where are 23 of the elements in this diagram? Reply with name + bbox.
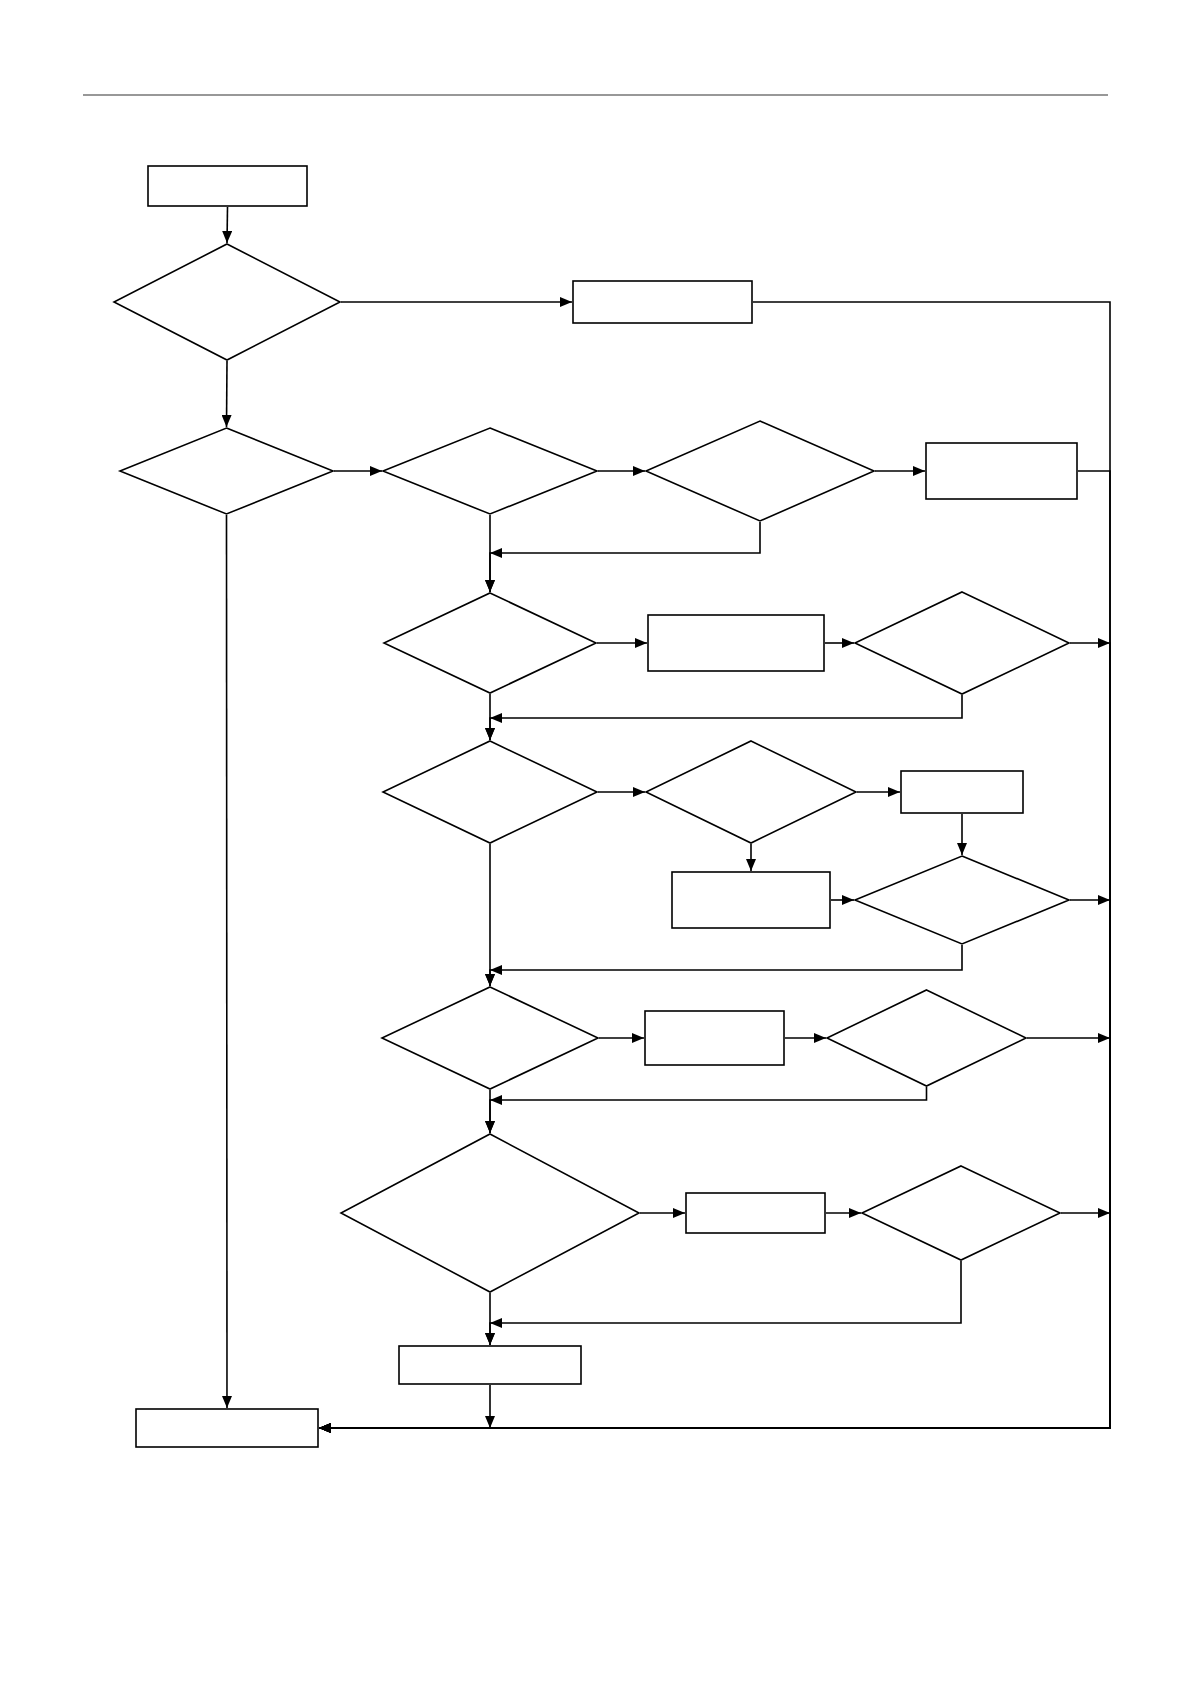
decision-diamond [383, 592, 597, 694]
process-box [147, 165, 308, 207]
decision-diamond [113, 243, 341, 361]
decision-diamond [854, 855, 1070, 945]
decision-diamond [854, 591, 1070, 695]
decision-diamond [645, 740, 857, 844]
process-box [398, 1345, 582, 1385]
decision-diamond [382, 740, 598, 844]
process-box [671, 871, 831, 929]
decision-diamond [645, 420, 875, 522]
decision-diamond [826, 989, 1027, 1087]
decision-diamond [861, 1165, 1061, 1261]
decision-diamond [340, 1133, 640, 1293]
process-box [644, 1010, 785, 1066]
decision-diamond [382, 427, 598, 515]
process-box [900, 770, 1024, 814]
process-box [647, 614, 825, 672]
process-box [925, 442, 1078, 500]
decision-diamond [119, 427, 334, 515]
process-box [135, 1408, 319, 1448]
decision-diamond [381, 986, 599, 1090]
process-box [685, 1192, 826, 1234]
process-box [572, 280, 753, 324]
